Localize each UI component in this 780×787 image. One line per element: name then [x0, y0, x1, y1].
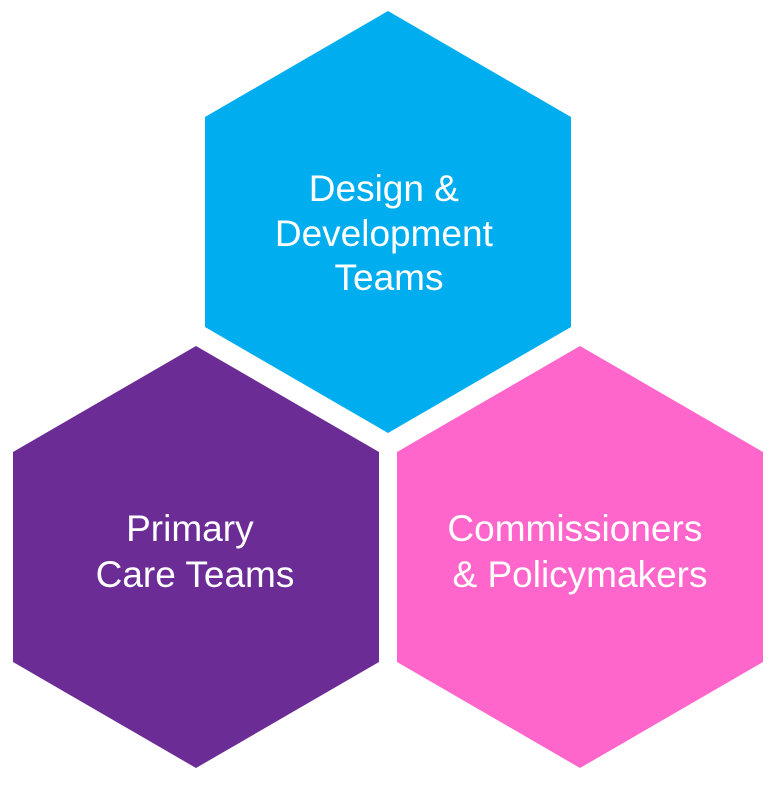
hexagon-commissioners-policymakers-label-line-1: Commissioners — [447, 508, 702, 549]
hexagon-design-development-label-line-1: Design & — [309, 168, 459, 209]
hexagon-primary-care-shape — [13, 346, 379, 768]
hexagon-commissioners-policymakers-label: Commissioners & Policymakers — [447, 508, 712, 595]
hexagon-design-development-label: Design & Development Teams — [275, 168, 503, 298]
hexagon-commissioners-policymakers-label-line-2: & Policymakers — [453, 554, 708, 595]
hexagon-primary-care-label: Primary Care Teams — [96, 508, 295, 595]
hexagon-primary-care-label-line-2: Care Teams — [96, 554, 295, 595]
hexagon-design-development-label-line-2: Development — [275, 213, 494, 254]
hexagon-primary-care-label-line-1: Primary — [126, 508, 254, 549]
hexagon-design-development-shape — [205, 11, 571, 433]
hexagon-commissioners-policymakers-shape — [397, 346, 763, 768]
hexagon-primary-care: Primary Care Teams — [13, 346, 379, 768]
hexagon-commissioners-policymakers: Commissioners & Policymakers — [397, 346, 763, 768]
hexagon-design-development-label-line-3: Teams — [335, 257, 444, 298]
hexagon-design-development: Design & Development Teams — [205, 11, 571, 433]
